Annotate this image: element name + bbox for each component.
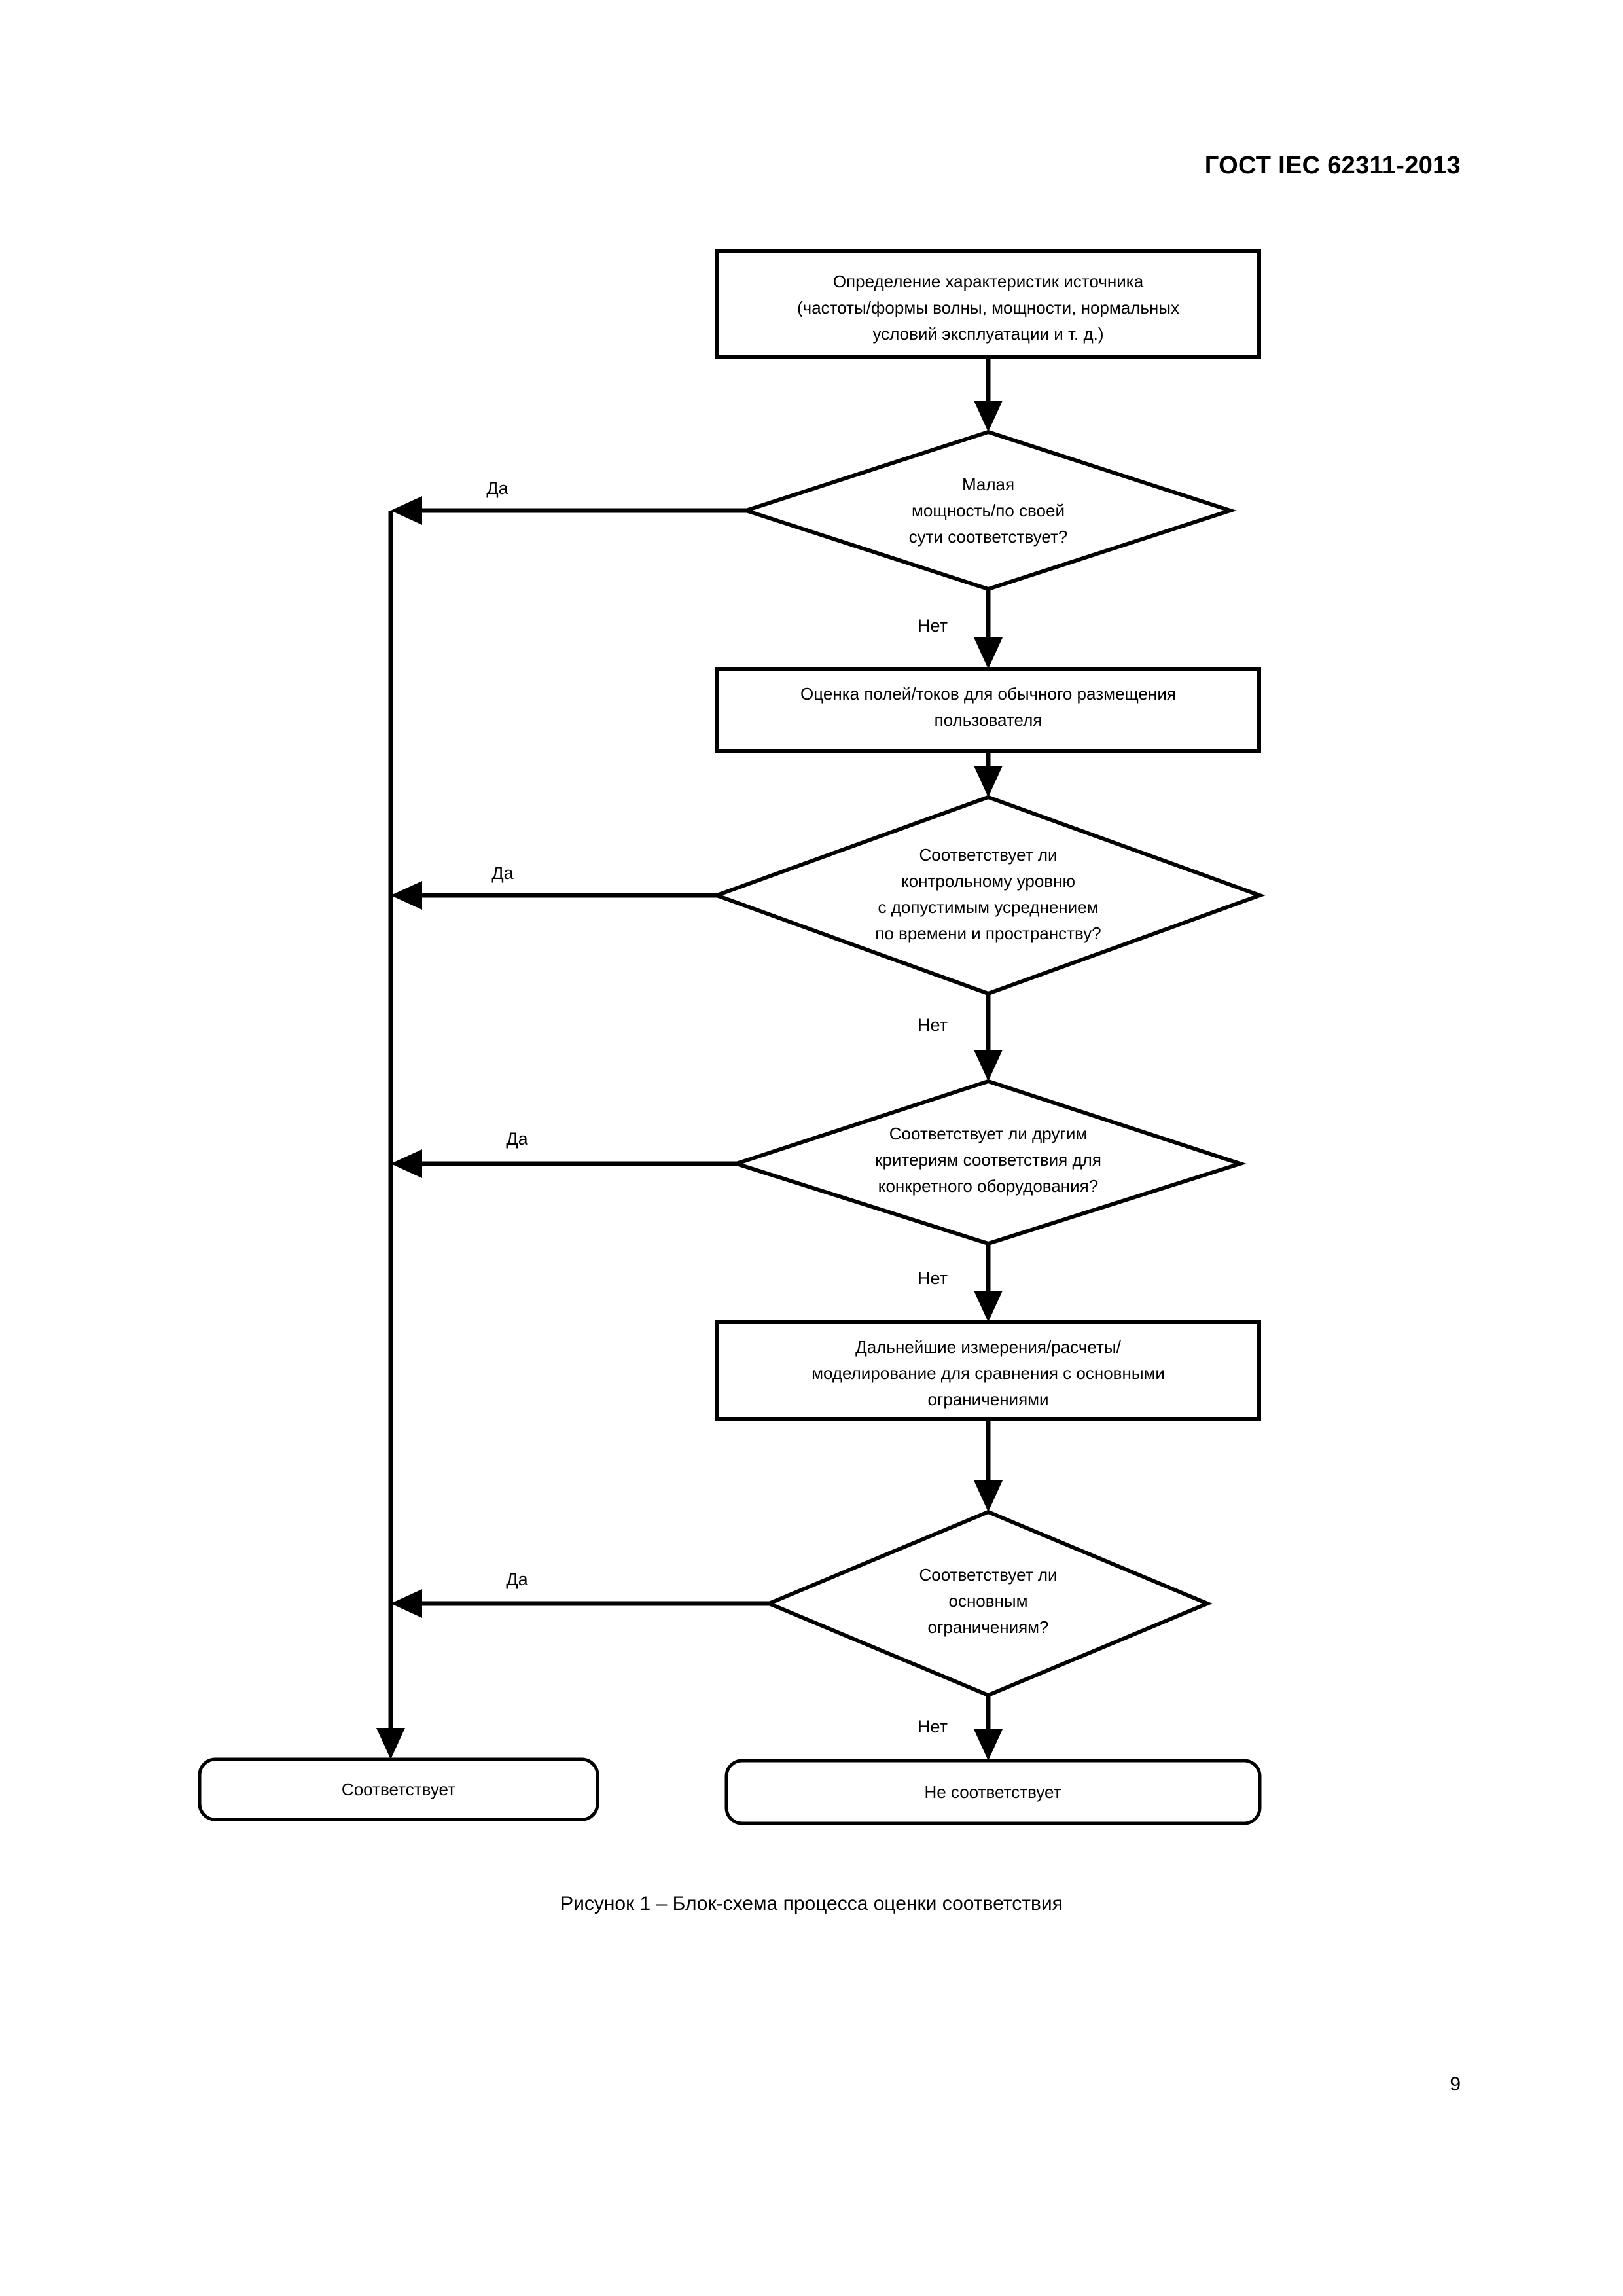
edge-label-yes-2: Да: [491, 863, 514, 883]
node-reference-level-decision[interactable]: Соответствует ли контрольному уровню с д…: [711, 795, 1266, 996]
edge-label-no-2: Нет: [918, 1015, 948, 1035]
node-terminal-not-compliant[interactable]: Не соответствует: [724, 1759, 1262, 1825]
connector-yes-1: [391, 496, 773, 525]
node-low-power-decision[interactable]: Малая мощность/по своей сути соответству…: [740, 429, 1237, 592]
node-other-criteria-decision[interactable]: Соответствует ли другим критериям соотве…: [730, 1079, 1247, 1246]
connector-assessment-to-reference: [974, 751, 1003, 797]
node-text-line: конкретного оборудования?: [878, 1176, 1098, 1196]
node-text-line: Соответствует ли: [919, 845, 1057, 865]
node-text-line: мощность/по своей: [912, 501, 1065, 520]
document-header-standard-number: ГОСТ IEC 62311-2013: [1204, 152, 1461, 179]
edge-label-yes-4: Да: [506, 1570, 528, 1589]
figure-caption: Рисунок 1 – Блок-схема процесса оценки с…: [560, 1893, 1063, 1914]
node-text-line: Соответствует ли: [919, 1565, 1057, 1585]
page-number: 9: [1450, 2073, 1461, 2095]
connector-yes-4: [391, 1589, 772, 1618]
node-text-line: Дальнейшие измерения/расчеты/: [855, 1337, 1121, 1357]
edge-label-no-4: Нет: [918, 1717, 948, 1736]
connector-no-2: [974, 994, 1003, 1081]
node-text-line: Определение характеристик источника: [833, 272, 1144, 291]
node-text-line: критериям соответствия для: [875, 1150, 1101, 1170]
connector-no-1: [974, 589, 1003, 669]
connector-no-3: [974, 1244, 1003, 1322]
node-terminal-compliant[interactable]: Соответствует: [198, 1757, 599, 1821]
node-further-measurements[interactable]: Дальнейшие измерения/расчеты/ моделирова…: [715, 1320, 1261, 1421]
node-text-line: Оценка полей/токов для обычного размещен…: [800, 684, 1176, 704]
node-text-line: основным: [948, 1591, 1027, 1611]
node-text-line: Не соответствует: [924, 1782, 1061, 1802]
node-text-line: Соответствует: [342, 1780, 455, 1799]
edge-label-no-1: Нет: [918, 616, 948, 636]
node-text-line: с допустимым усреднением: [878, 897, 1099, 917]
node-text-line: условий эксплуатации и т. д.): [872, 324, 1103, 344]
node-source-characterization[interactable]: Определение характеристик источника (час…: [715, 249, 1261, 359]
node-text-line: сути соответствует?: [909, 527, 1068, 547]
node-text-line: по времени и пространству?: [875, 924, 1101, 943]
connector-yes-spine: [376, 511, 405, 1759]
node-text-line: Малая: [962, 475, 1014, 494]
edge-label-yes-1: Да: [486, 478, 508, 498]
edge-label-no-3: Нет: [918, 1268, 948, 1288]
node-field-current-assessment[interactable]: Оценка полей/токов для обычного размещен…: [715, 667, 1261, 753]
connector-yes-2: [391, 881, 726, 910]
node-text-line: моделирование для сравнения с основными: [812, 1363, 1165, 1383]
node-text-line: (частоты/формы волны, мощности, нормальн…: [797, 298, 1179, 317]
node-text-line: ограничениям?: [927, 1617, 1048, 1637]
connector-yes-3: [391, 1149, 759, 1178]
node-text-line: Соответствует ли другим: [889, 1124, 1088, 1143]
node-basic-restrictions-decision[interactable]: Соответствует ли основным ограничениям?: [764, 1509, 1213, 1698]
connector-no-4: [974, 1695, 1003, 1761]
node-text-line: ограничениями: [927, 1390, 1048, 1409]
node-text-line: контрольному уровню: [901, 871, 1075, 891]
connector-source-to-lowpower: [974, 357, 1003, 432]
node-text-line: пользователя: [935, 710, 1043, 730]
edge-label-yes-3: Да: [506, 1129, 528, 1149]
connector-further-to-basic: [974, 1419, 1003, 1512]
